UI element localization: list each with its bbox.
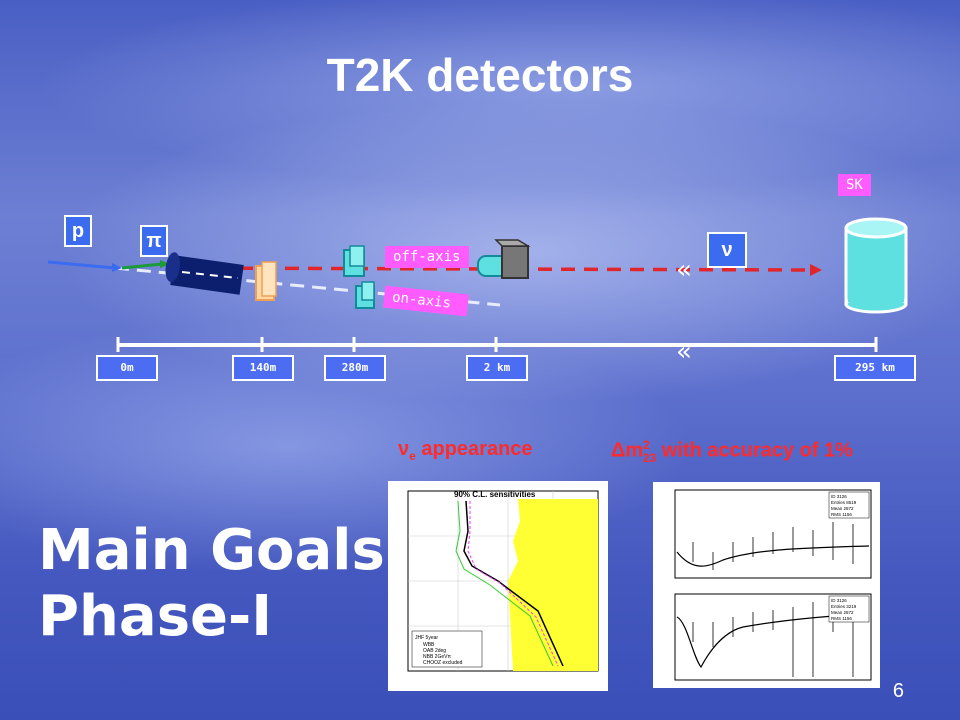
nue-appearance-heading: νe appearance <box>398 438 533 463</box>
sensitivity-plot-graphic: 90% C.L. sensitivities JHF 5year WBB OAB… <box>407 490 599 672</box>
sensitivity-plot-title: 90% C.L. sensitivities <box>454 490 536 499</box>
beam-arrowhead <box>810 264 822 276</box>
proton-arrow <box>47 260 116 270</box>
super-kamiokande-icon <box>844 217 908 314</box>
sk-label: SK <box>838 174 871 196</box>
svg-text:CHOOZ excluded: CHOOZ excluded <box>423 660 463 666</box>
dm23-accuracy-heading: Δm223 with accuracy of 1% <box>611 438 853 465</box>
slide-title: T2K detectors <box>326 49 634 101</box>
svg-text:Entries 3219: Entries 3219 <box>831 604 857 609</box>
near-detector-off-axis-icon <box>343 245 365 277</box>
beamline-diagram: « « <box>47 217 908 367</box>
svg-text:RMS 1156: RMS 1156 <box>831 512 852 517</box>
svg-text:JHF 5year: JHF 5year <box>415 635 438 641</box>
svg-text:ID 3126: ID 3126 <box>831 598 847 603</box>
oscillation-spectrum-plot: ID 3126 Entries 8519 Mean 2872 RMS 1156 … <box>653 482 880 688</box>
distance-label-140m: 140m <box>232 355 294 381</box>
proton-label: p <box>64 215 92 247</box>
decay-pipe-icon <box>165 252 244 295</box>
sensitivity-plot: 90% C.L. sensitivities JHF 5year WBB OAB… <box>388 481 608 691</box>
distance-label-2km: 2 km <box>466 355 528 381</box>
distance-label-295km: 295 km <box>834 355 916 381</box>
svg-text:Mean 2872: Mean 2872 <box>831 506 854 511</box>
neutrino-label: ν <box>707 232 747 268</box>
intermediate-detector-icon <box>477 239 531 279</box>
distance-break-icon: « <box>676 255 692 285</box>
off-axis-beam-line <box>169 266 811 272</box>
svg-text:NBB 2GeVπ: NBB 2GeVπ <box>423 654 451 660</box>
main-goals-heading: Main Goals Phase-I <box>38 518 385 649</box>
oscillation-spectrum-graphic: ID 3126 Entries 8519 Mean 2872 RMS 1156 … <box>674 489 872 681</box>
pion-arrow <box>121 262 163 270</box>
svg-text:Entries 8519: Entries 8519 <box>831 500 857 505</box>
svg-text:RMS 1156: RMS 1156 <box>831 616 852 621</box>
svg-text:WBB: WBB <box>423 642 435 648</box>
off-axis-label: off-axis <box>385 246 469 268</box>
beam-dump-icon <box>255 261 277 301</box>
axis-break-icon: « <box>676 337 692 367</box>
page-number: 6 <box>892 680 904 702</box>
distance-label-0m: 0m <box>96 355 158 381</box>
pion-label: π <box>140 225 168 257</box>
distance-label-280m: 280m <box>324 355 386 381</box>
svg-text:ID 3126: ID 3126 <box>831 494 847 499</box>
svg-text:Mean 2872: Mean 2872 <box>831 610 854 615</box>
svg-text:OAB 2deg: OAB 2deg <box>423 648 446 654</box>
near-detector-on-axis-icon <box>355 281 375 309</box>
